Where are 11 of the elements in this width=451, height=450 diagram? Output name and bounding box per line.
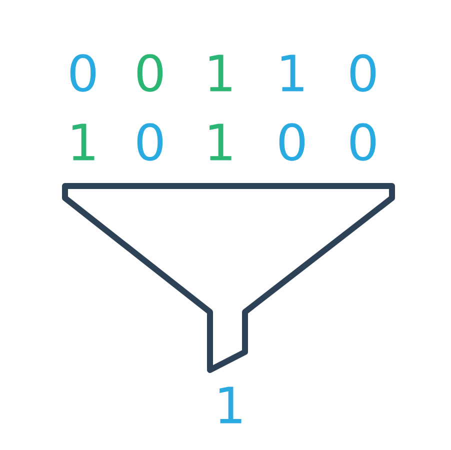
binary-digit: 1 xyxy=(210,124,232,160)
binary-digit: 1 xyxy=(282,54,304,92)
binary-digit: 0 xyxy=(70,54,96,92)
binary-digit: 1 xyxy=(210,54,232,92)
binary-digit: 0 xyxy=(137,54,163,92)
binary-digit: 0 xyxy=(137,123,163,161)
binary-digit: 0 xyxy=(279,123,305,161)
binary-digit: 0 xyxy=(350,54,376,92)
binary-digit: 1 xyxy=(72,124,94,160)
binary-digit: 0 xyxy=(350,123,376,161)
output-digit: 1 xyxy=(220,386,242,424)
